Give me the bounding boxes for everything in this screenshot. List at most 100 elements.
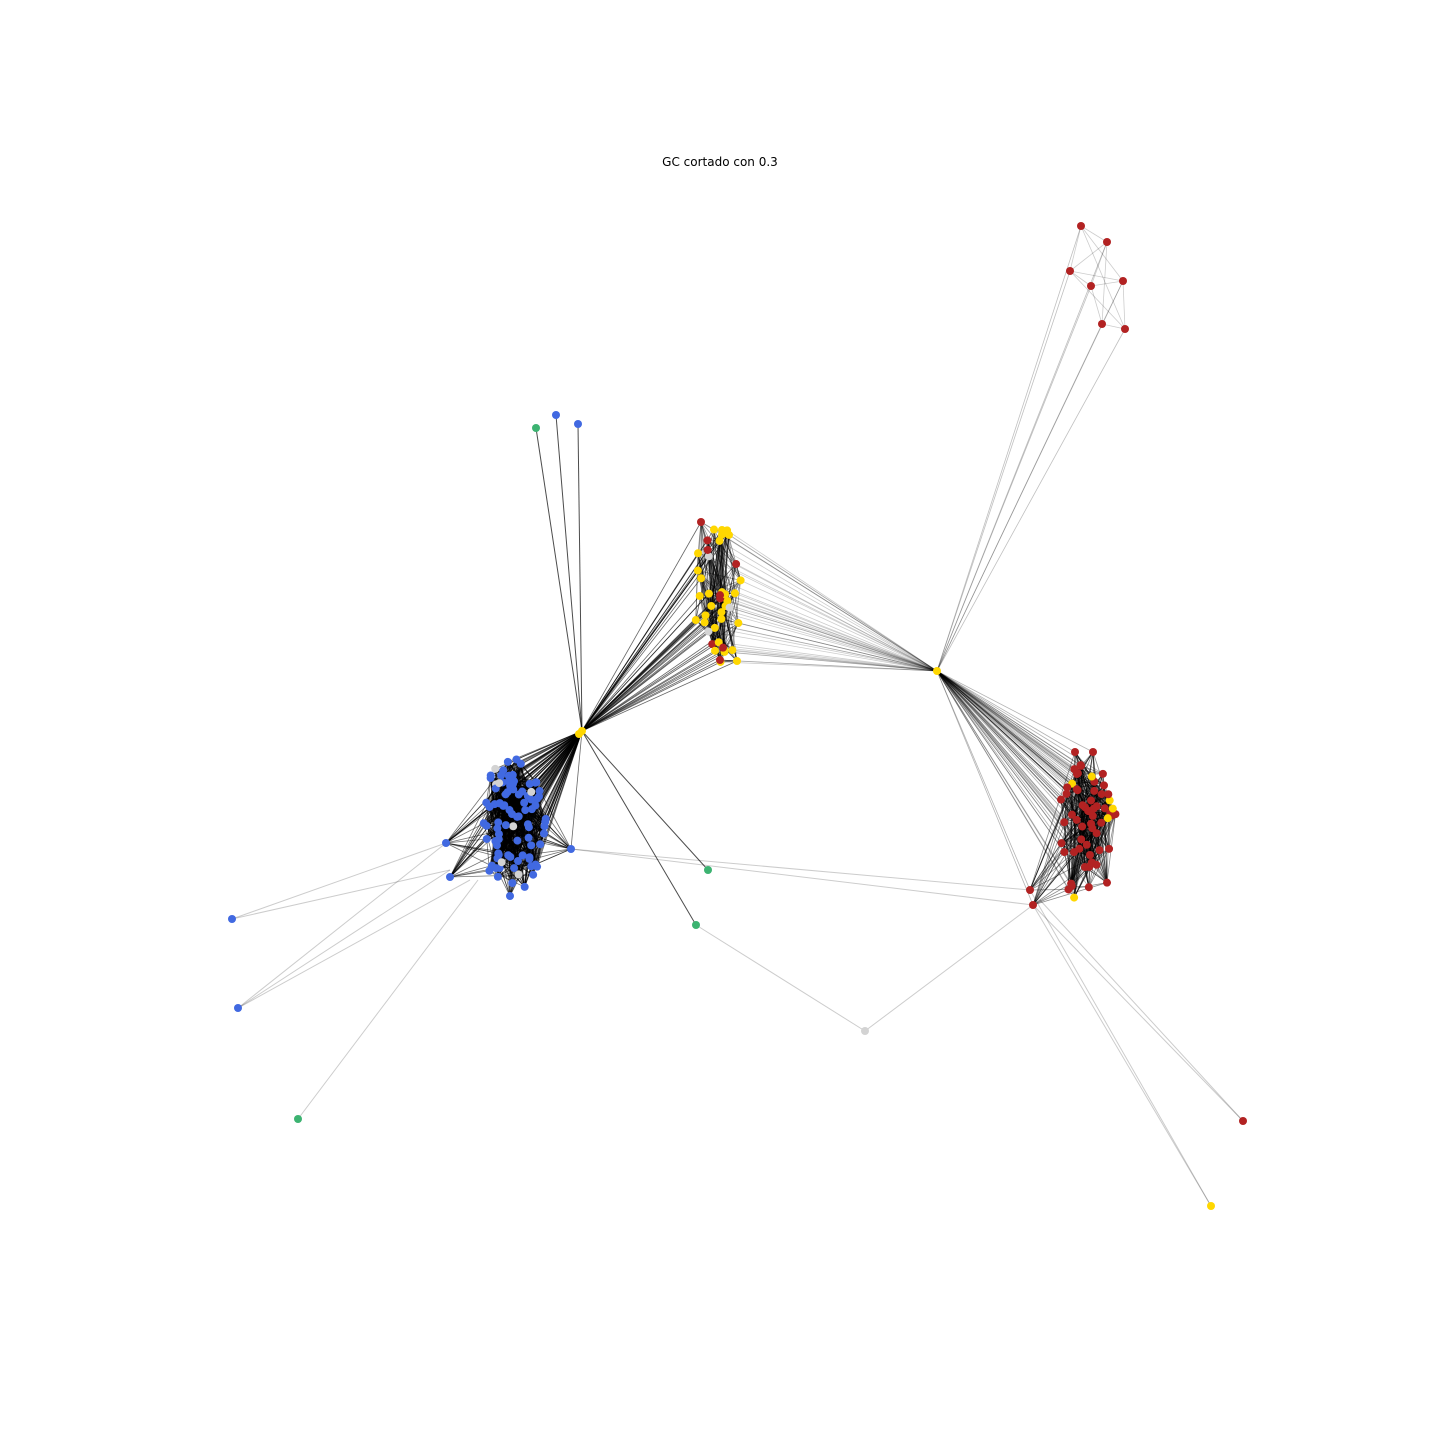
graph-edge — [721, 534, 938, 672]
graph-node — [485, 866, 494, 875]
graph-edge — [1073, 769, 1078, 820]
graph-edge — [936, 670, 1062, 844]
graph-edge — [1077, 773, 1093, 829]
graph-node — [518, 851, 527, 860]
graph-node — [536, 840, 545, 849]
graph-node — [1067, 810, 1076, 819]
graph-edge — [1029, 889, 1212, 1207]
graph-node — [1119, 277, 1127, 285]
graph-node — [1078, 822, 1087, 831]
graph-edge — [581, 659, 721, 732]
graph-edge — [724, 593, 938, 672]
graph-edge — [581, 521, 702, 732]
graph-edge — [1032, 904, 1212, 1207]
graph-node — [1087, 772, 1096, 781]
graph-node — [694, 549, 703, 558]
graph-edge — [1093, 790, 1100, 851]
graph-node — [497, 858, 506, 867]
graph-edge — [736, 660, 938, 672]
graph-node — [1076, 761, 1085, 770]
graph-node — [1073, 786, 1082, 795]
graph-edge — [697, 570, 741, 581]
graph-edge — [1066, 787, 1090, 867]
graph-edge — [570, 848, 1034, 906]
graph-edge — [697, 552, 938, 672]
graph-node — [482, 834, 491, 843]
graph-edge — [1073, 805, 1084, 853]
graph-edge — [1101, 280, 1124, 325]
graph-edge — [1070, 789, 1078, 884]
graph-edge — [1068, 783, 1073, 890]
graph-node — [704, 866, 712, 874]
graph-node — [1070, 893, 1079, 902]
graph-edge — [1061, 810, 1089, 844]
graph-node — [703, 545, 712, 554]
graph-edge — [1061, 808, 1114, 844]
graph-edge — [581, 570, 699, 732]
graph-node — [574, 420, 582, 428]
graph-node — [1060, 848, 1069, 857]
graph-edge — [704, 621, 938, 672]
graph-edge — [445, 782, 503, 844]
graph-edge — [1074, 751, 1103, 795]
graph-edge — [1090, 241, 1108, 287]
graph-edge — [697, 570, 938, 672]
graph-edge — [297, 879, 479, 1120]
graph-edge — [936, 670, 1095, 783]
graph-edge — [936, 670, 1067, 795]
graph-node — [1080, 863, 1089, 872]
graph-edge — [1071, 783, 1100, 851]
graph-edge — [1081, 826, 1100, 851]
graph-node — [1098, 769, 1107, 778]
graph-node — [1029, 901, 1037, 909]
graph-node — [509, 822, 518, 831]
graph-edge — [1063, 851, 1072, 884]
graph-edge — [723, 606, 726, 650]
graph-node — [1085, 850, 1094, 859]
graph-edge — [486, 759, 517, 826]
graph-node — [492, 864, 501, 873]
node-layer — [228, 222, 1247, 1210]
graph-edge — [1029, 848, 1110, 891]
graph-edge — [581, 577, 702, 732]
graph-edge — [543, 833, 572, 850]
graph-edge — [1071, 781, 1095, 815]
graph-node — [716, 656, 724, 664]
graph-edge — [1060, 799, 1072, 884]
graph-edge — [714, 530, 728, 628]
graph-node — [717, 608, 726, 617]
graph-edge — [1032, 882, 1108, 906]
graph-node — [1084, 883, 1093, 892]
graph-edge — [708, 555, 938, 672]
graph-edge — [1071, 765, 1082, 887]
graph-node — [501, 821, 510, 830]
graph-edge — [936, 670, 1080, 850]
graph-node — [1105, 844, 1114, 853]
graph-edge — [700, 577, 723, 593]
graph-edge — [1077, 772, 1095, 792]
graph-node — [513, 836, 522, 845]
graph-node — [1108, 804, 1117, 813]
graph-edge — [1082, 776, 1093, 806]
graph-edge — [1082, 805, 1108, 883]
graph-node — [486, 774, 495, 783]
graph-node — [442, 839, 450, 847]
graph-node — [693, 566, 702, 575]
graph-node — [1057, 839, 1066, 848]
graph-edge — [555, 414, 583, 732]
graph-edge — [723, 622, 739, 651]
graph-node — [718, 526, 726, 534]
graph-edge — [1068, 833, 1097, 890]
graph-edge — [936, 670, 1116, 815]
graph-edge — [581, 580, 741, 732]
graph-edge — [1064, 821, 1093, 829]
graph-node — [716, 591, 725, 600]
graph-node — [1066, 267, 1074, 275]
graph-edge — [705, 614, 938, 672]
graph-edge — [1090, 280, 1124, 287]
graph-node — [710, 623, 719, 632]
graph-node — [506, 892, 514, 900]
graph-node — [725, 603, 734, 612]
graph-edge — [719, 540, 938, 672]
graph-edge — [704, 540, 720, 623]
